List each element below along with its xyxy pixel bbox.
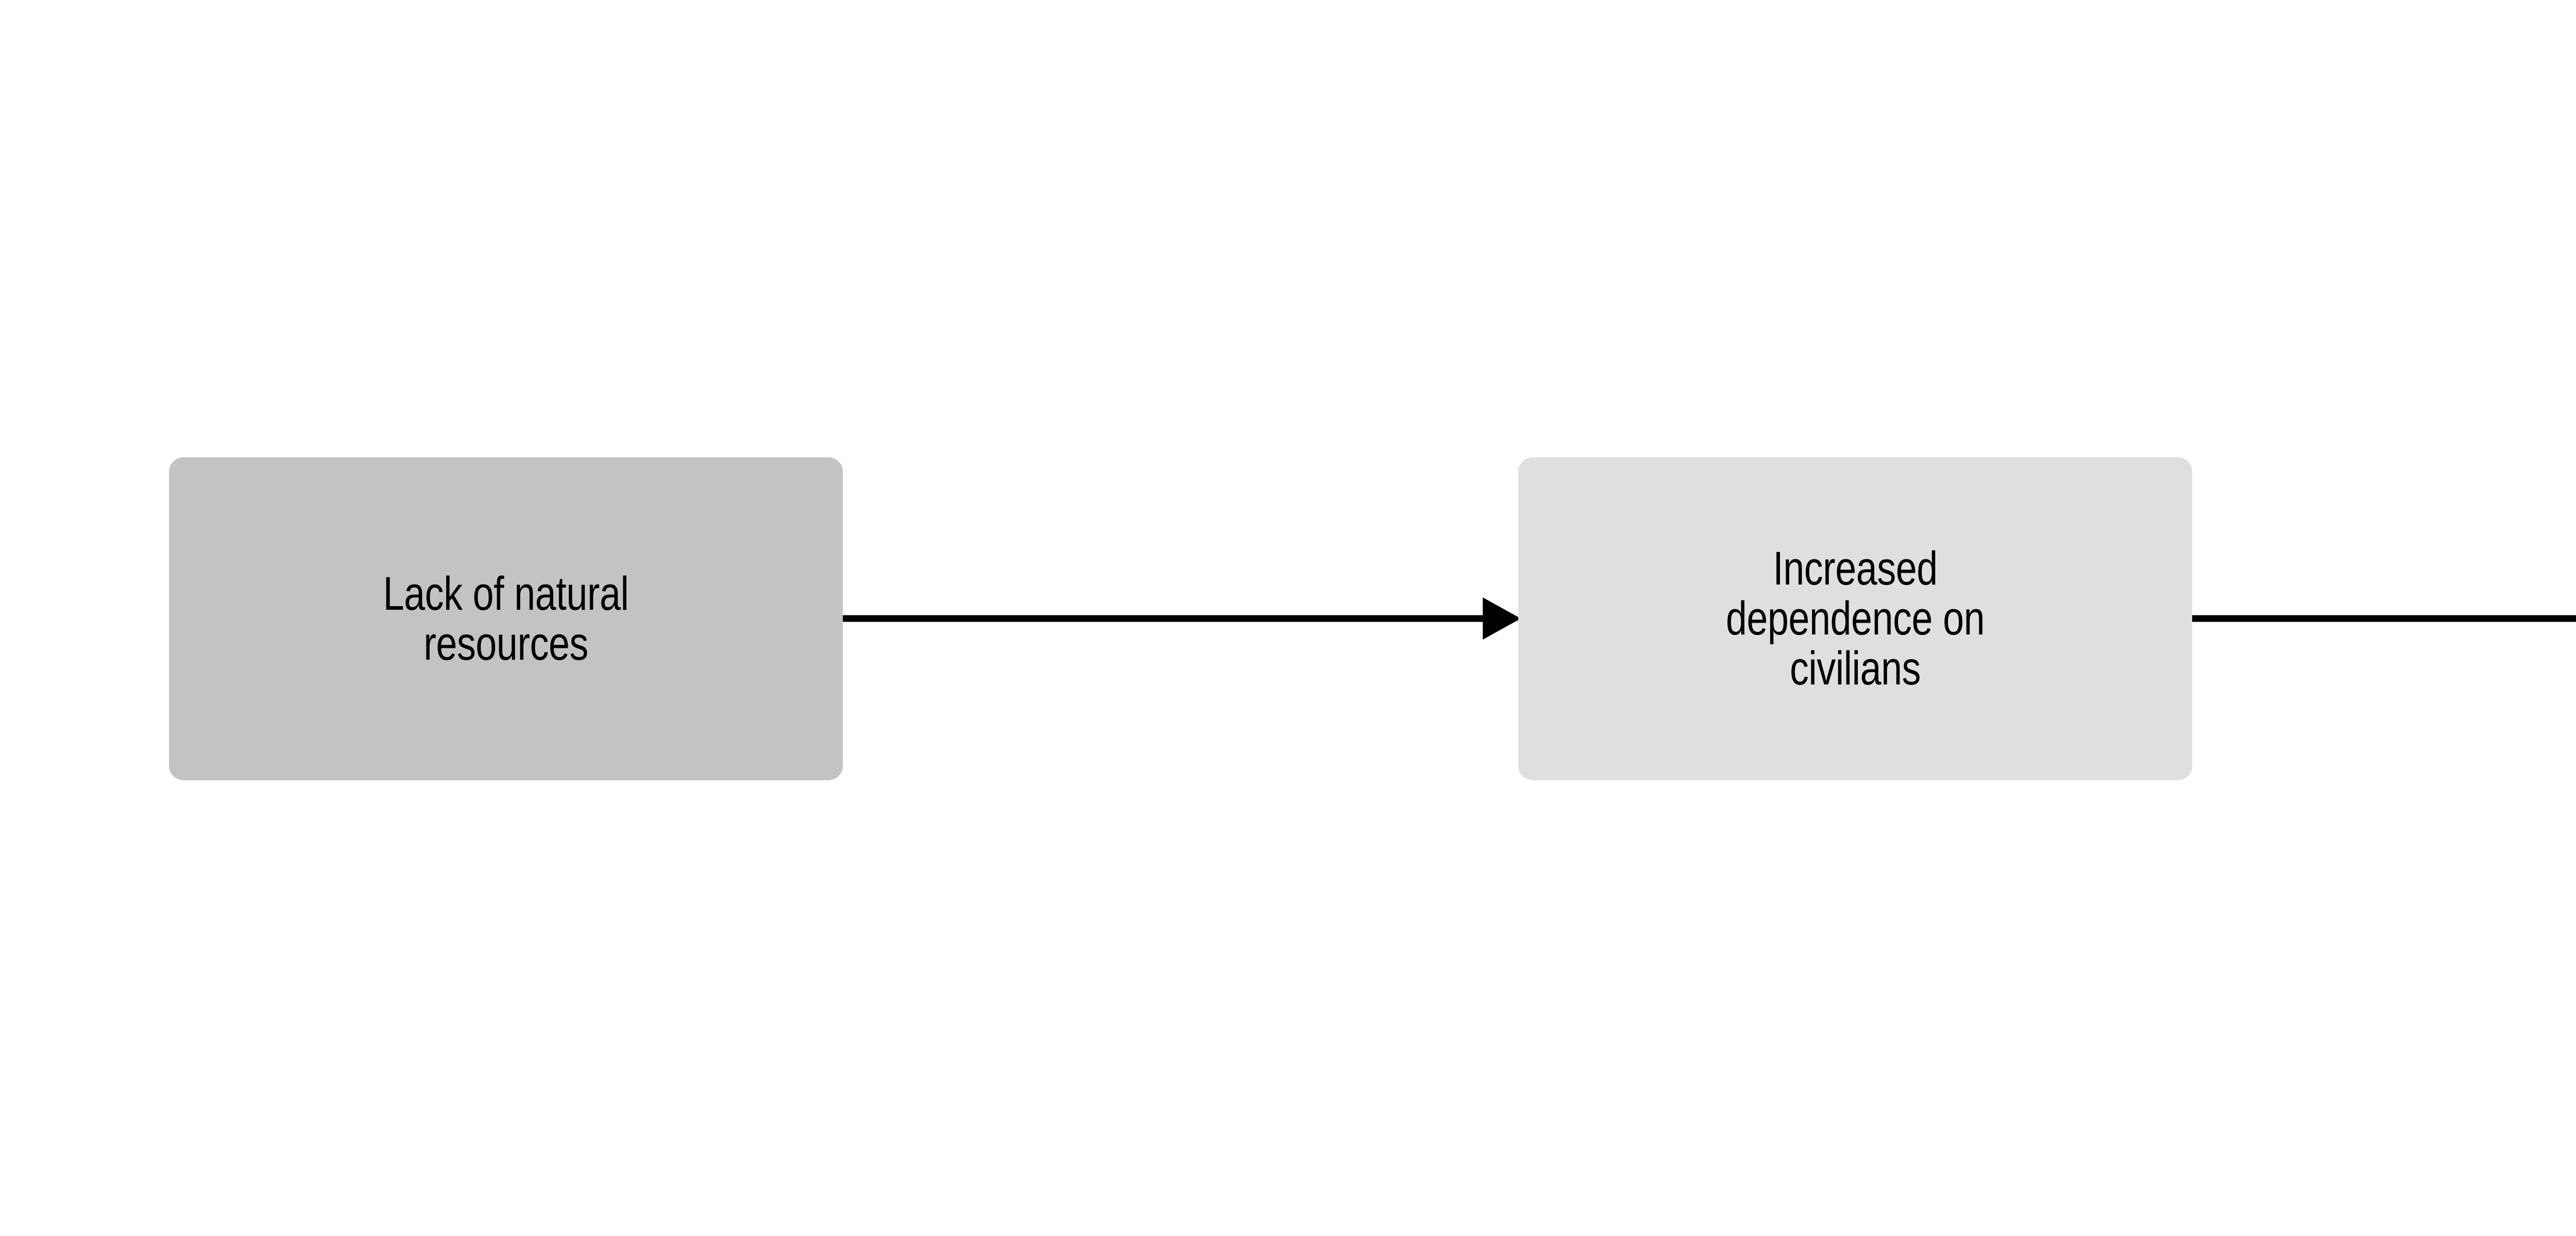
edge-1-arrowhead-icon [1483, 597, 1521, 640]
node-1-label: Lack of natural resources [383, 567, 629, 670]
node-lack-of-natural-resources[interactable]: Lack of natural resources [169, 457, 843, 780]
edge-node2-to-node3 [2185, 615, 2576, 622]
edge-node1-to-node2 [836, 597, 1521, 640]
node-increased-dependence-on-civilians[interactable]: Increased dependence on civilians [1518, 457, 2192, 780]
node-2-label: Increased dependence on civilians [1725, 542, 1985, 695]
